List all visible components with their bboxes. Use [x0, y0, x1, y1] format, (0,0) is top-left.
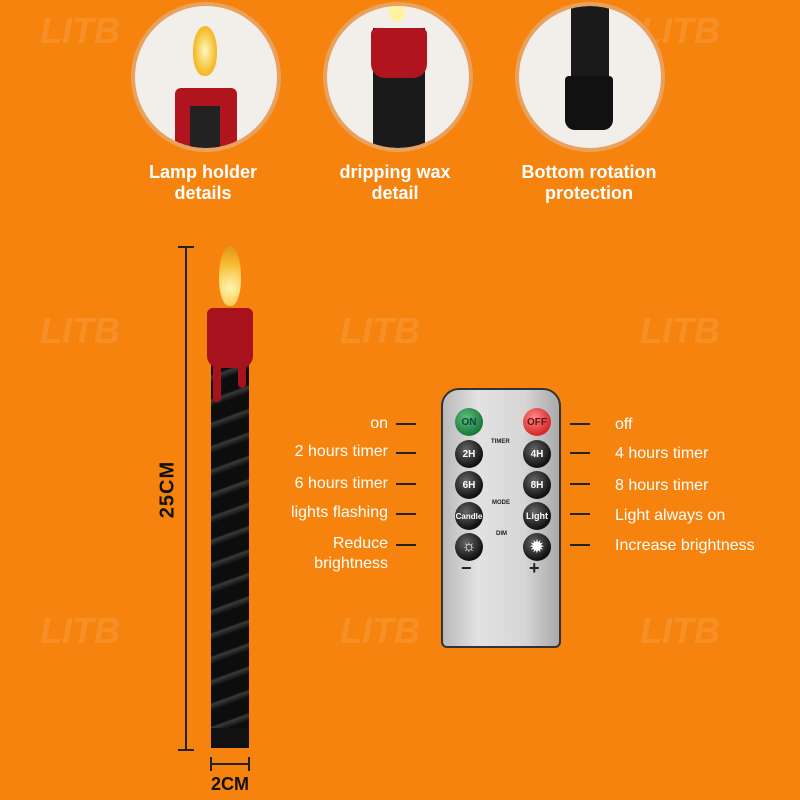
- pointer-line: [570, 423, 590, 425]
- label-8-hours-timer: 8 hours timer: [615, 477, 709, 494]
- off-button[interactable]: OFF: [523, 408, 551, 436]
- pointer-line: [396, 423, 416, 425]
- dimension-cap: [178, 749, 194, 751]
- watermark: LITB: [640, 610, 720, 651]
- mode-section-label: MODE: [492, 500, 510, 506]
- 4h-timer-button[interactable]: 4H: [523, 440, 551, 468]
- watermark: LITB: [640, 310, 720, 351]
- label-2-hours-timer: 2 hours timer: [294, 443, 388, 460]
- pointer-line: [570, 513, 590, 515]
- pointer-line: [570, 483, 590, 485]
- lamp-holder-detail-image: [131, 2, 281, 152]
- dim-section-label: DIM: [496, 531, 507, 537]
- reduce-brightness-button[interactable]: ☼: [455, 533, 483, 561]
- 6h-timer-button[interactable]: 6H: [455, 471, 483, 499]
- watermark: LITB: [40, 10, 120, 51]
- width-dimension-line: [211, 763, 249, 765]
- watermark: LITB: [40, 610, 120, 651]
- bottom-rotation-detail-image: [515, 2, 665, 152]
- light-mode-button[interactable]: Light: [523, 502, 551, 530]
- dimension-cap: [178, 246, 194, 248]
- dripping-wax-detail-image: [323, 2, 473, 152]
- width-label: 2CM: [210, 774, 249, 794]
- watermark: LITB: [340, 310, 420, 351]
- remote-control: ON OFF TIMER 2H 4H 6H 8H MODE Candle Lig…: [441, 388, 561, 648]
- pointer-line: [396, 452, 416, 454]
- dimension-cap: [248, 757, 250, 771]
- sun-dim-icon: ☼: [461, 538, 477, 555]
- candle-mode-button[interactable]: Candle: [455, 502, 483, 530]
- dimension-cap: [210, 757, 212, 771]
- label-increase-brightness: Increase brightness: [615, 537, 755, 554]
- pointer-line: [570, 544, 590, 546]
- 8h-timer-button[interactable]: 8H: [523, 471, 551, 499]
- label-lights-flashing: lights flashing: [291, 504, 388, 521]
- sun-bright-icon: ✹: [530, 539, 544, 556]
- label-6-hours-timer: 6 hours timer: [294, 475, 388, 492]
- minus-symbol: −: [461, 558, 472, 578]
- height-label: 25CM: [156, 460, 179, 519]
- pointer-line: [570, 452, 590, 454]
- pointer-line: [396, 483, 416, 485]
- increase-brightness-button[interactable]: ✹: [523, 533, 551, 561]
- height-dimension-line: [185, 246, 187, 750]
- watermark: LITB: [40, 310, 120, 351]
- plus-symbol: +: [529, 558, 540, 578]
- label-on: on: [370, 415, 388, 432]
- timer-section-label: TIMER: [491, 439, 510, 445]
- 2h-timer-button[interactable]: 2H: [455, 440, 483, 468]
- watermark: LITB: [340, 610, 420, 651]
- on-button[interactable]: ON: [455, 408, 483, 436]
- label-off: off: [615, 416, 633, 433]
- label-light-always-on: Light always on: [615, 507, 726, 524]
- pointer-line: [396, 544, 416, 546]
- pointer-line: [396, 513, 416, 515]
- label-4-hours-timer: 4 hours timer: [615, 445, 709, 462]
